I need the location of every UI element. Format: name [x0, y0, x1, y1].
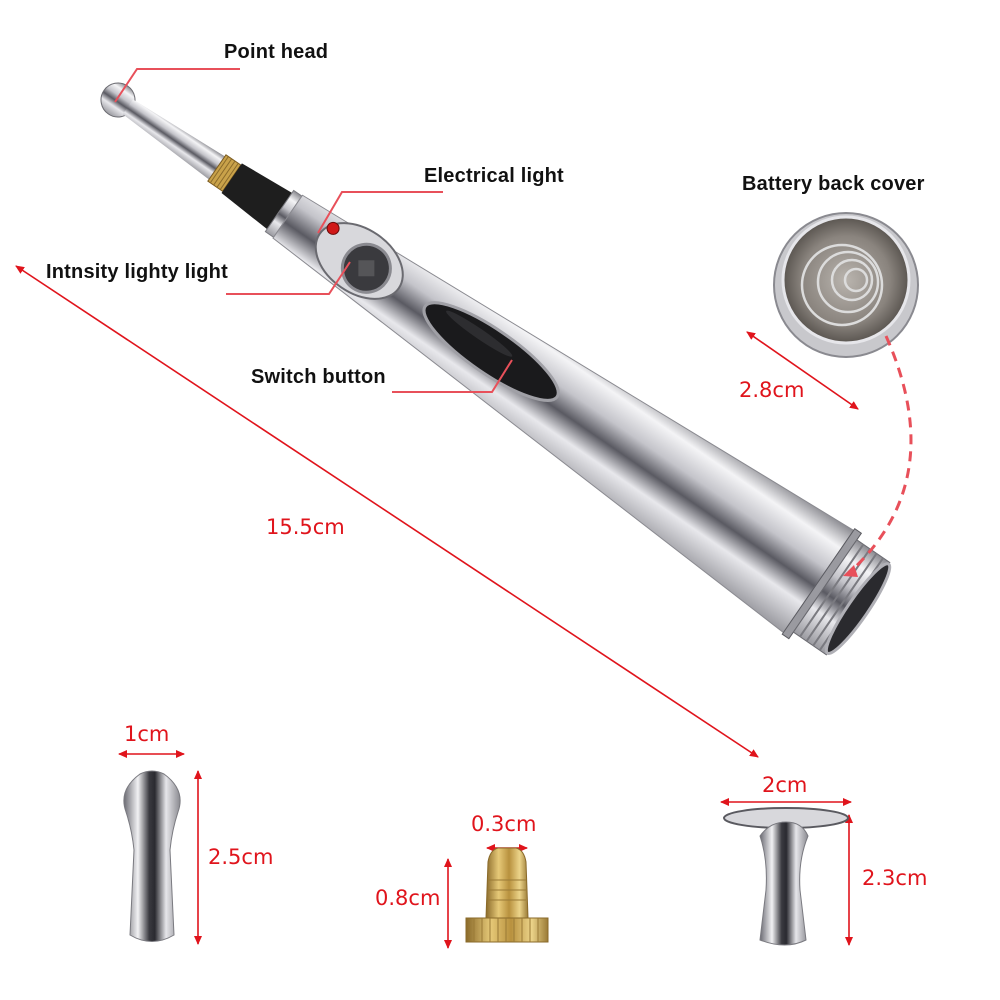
pen-length-dimension: 15.5cm — [266, 515, 345, 539]
cover-diameter-dimension: 2.8cm — [739, 378, 805, 402]
dashed-connector — [848, 335, 913, 574]
ball-tip-accessory — [123, 770, 181, 942]
ball-tip-height-dimension: 2.5cm — [208, 845, 274, 869]
flat-disc-tip-accessory — [723, 807, 849, 946]
brass-tip-width-dimension: 0.3cm — [471, 812, 537, 836]
electrical-light-label: Electrical light — [424, 165, 564, 187]
ball-tip-width-dimension: 1cm — [124, 722, 170, 746]
flat-tip-height-dimension: 2.3cm — [862, 866, 928, 890]
flat-tip-width-dimension: 2cm — [762, 773, 808, 797]
intensity-light-label: Intnsity lighty light — [46, 261, 228, 283]
point-head-label: Point head — [224, 41, 329, 63]
switch-button-label: Switch button — [251, 366, 386, 388]
battery-back-cover-image — [773, 212, 919, 358]
dimension-lines — [15, 265, 859, 949]
battery-back-cover-label: Battery back cover — [742, 173, 925, 195]
brass-tip-accessory — [465, 847, 549, 943]
brass-tip-height-dimension: 0.8cm — [375, 886, 441, 910]
